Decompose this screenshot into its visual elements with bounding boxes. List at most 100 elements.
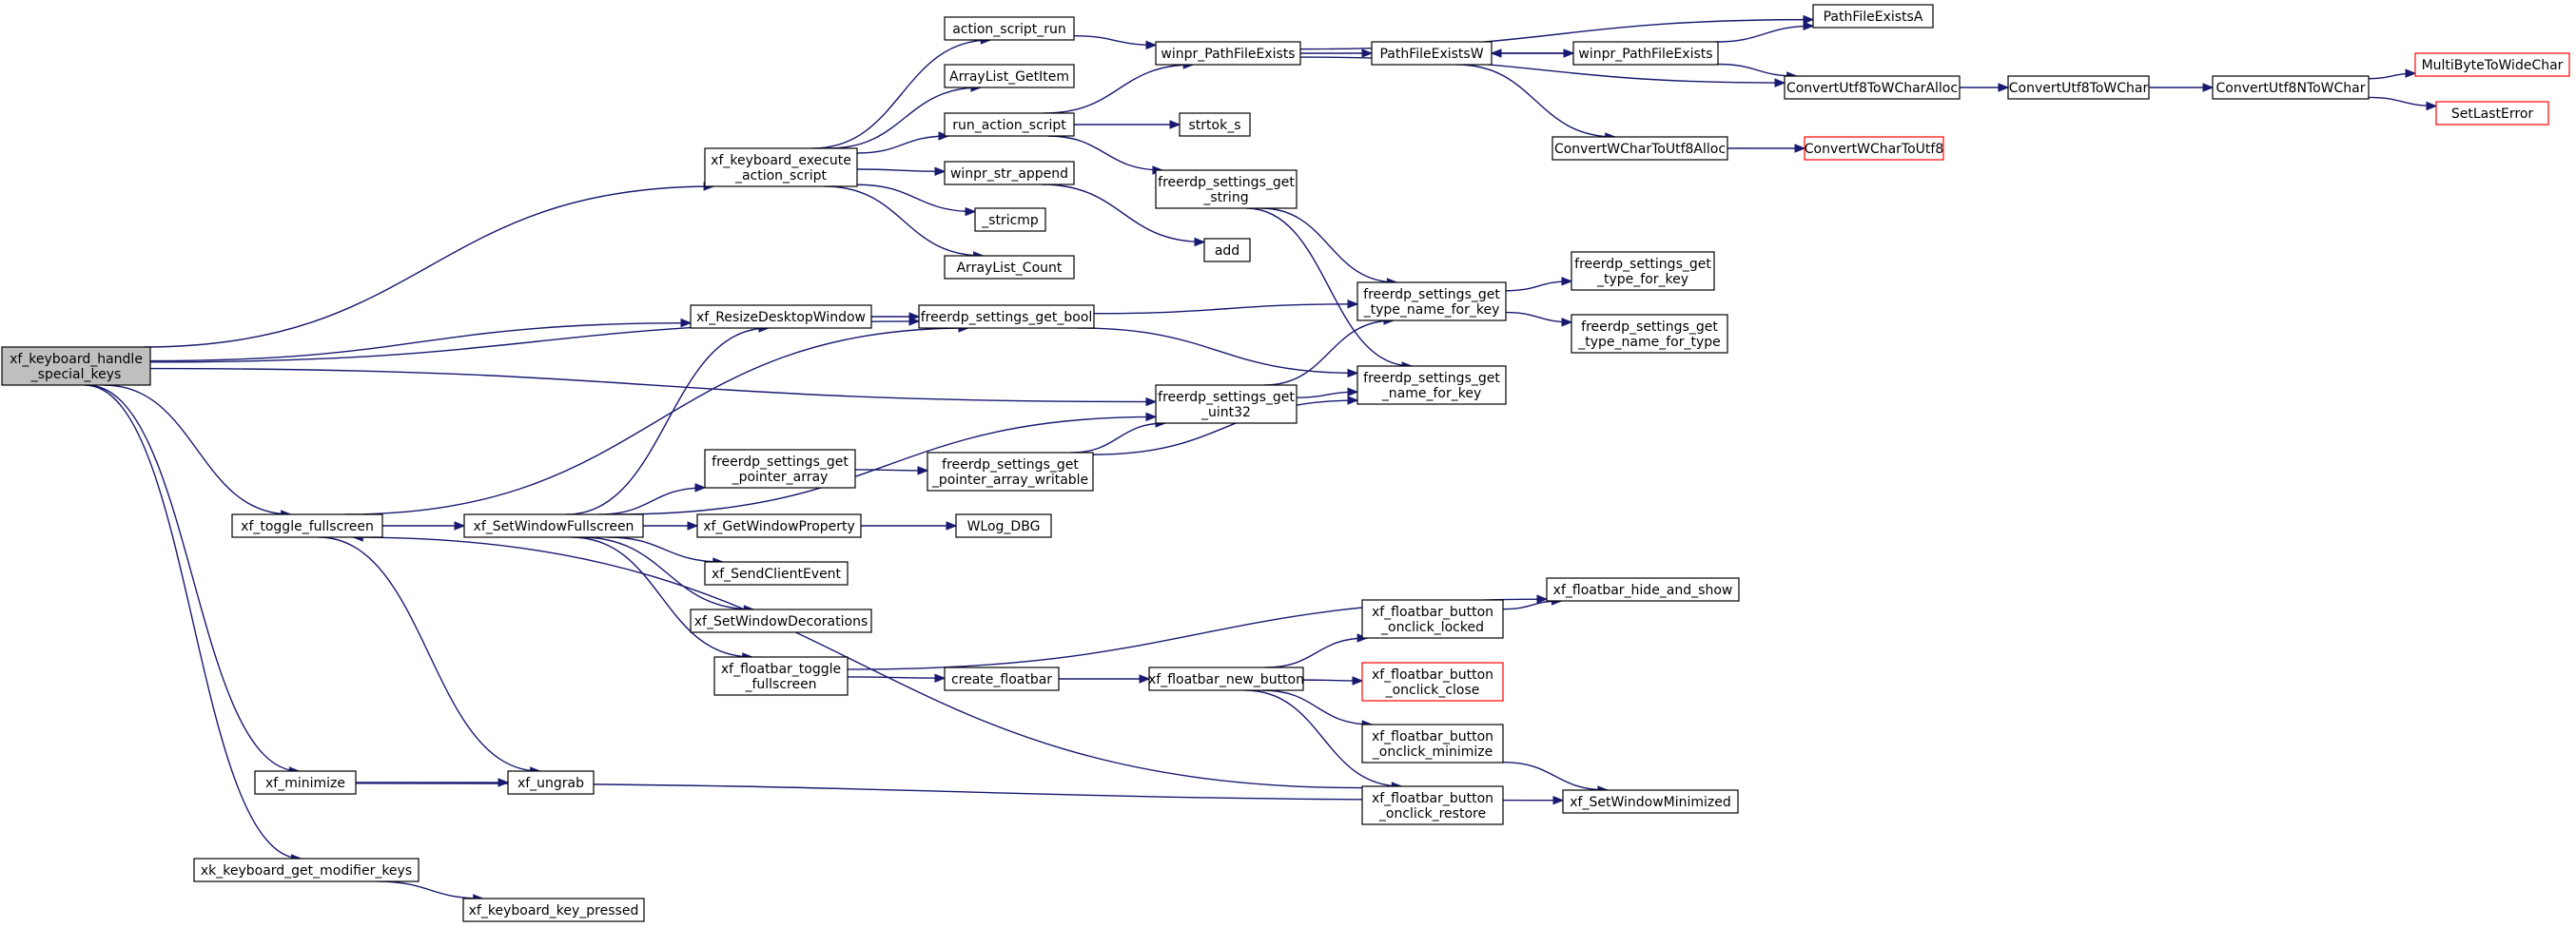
node-alcount[interactable]: ArrayList_Count <box>944 255 1075 280</box>
node-box-xswf[interactable] <box>463 513 644 538</box>
node-pfew[interactable]: PathFileExistsW <box>1371 41 1493 66</box>
node-box-cu8wca[interactable] <box>1784 75 1961 100</box>
node-box-xkgmk[interactable] <box>193 858 420 882</box>
node-box-cfb[interactable] <box>944 667 1060 691</box>
node-box-fspaw[interactable] <box>927 452 1094 492</box>
node-wpfe[interactable]: winpr_PathFileExists <box>1155 41 1301 66</box>
node-cwcu8a[interactable]: ConvertWCharToUtf8Alloc <box>1551 136 1728 161</box>
node-box-pfea[interactable] <box>1812 4 1934 29</box>
node-box-fstnt[interactable] <box>1571 314 1728 354</box>
node-box-pfew[interactable] <box>1371 41 1493 66</box>
node-xgwp[interactable]: xf_GetWindowProperty <box>696 513 862 538</box>
node-box-alget[interactable] <box>944 64 1075 88</box>
node-box-wsa[interactable] <box>944 161 1075 185</box>
node-box-xftf[interactable] <box>713 656 849 696</box>
node-fsgs[interactable]: freerdp_settings_get_string <box>1155 169 1298 209</box>
node-alget[interactable]: ArrayList_GetItem <box>944 64 1075 88</box>
node-cu8nwc[interactable]: ConvertUtf8NToWChar <box>2212 75 2370 100</box>
node-mb2wc[interactable]: MultiByteToWideChar <box>2414 52 2570 77</box>
node-box-xfbol[interactable] <box>1361 599 1504 639</box>
node-box-fsgs[interactable] <box>1155 169 1298 209</box>
node-box-xfrdw[interactable] <box>690 304 872 329</box>
node-fsnk[interactable]: freerdp_settings_get_name_for_key <box>1356 365 1507 405</box>
node-box-xfboc[interactable] <box>1361 662 1504 702</box>
node-box-fsgb[interactable] <box>918 304 1095 329</box>
node-box-xsce[interactable] <box>704 561 849 586</box>
node-xfbol[interactable]: xf_floatbar_button_onclick_locked <box>1361 599 1504 639</box>
node-box-xkkp[interactable] <box>462 898 645 922</box>
node-box-wpfe2[interactable] <box>1572 41 1719 66</box>
node-box-asr[interactable] <box>944 16 1075 41</box>
node-wpfe2[interactable]: winpr_PathFileExists <box>1572 41 1719 66</box>
node-xswd[interactable]: xf_SetWindowDecorations <box>690 609 872 633</box>
node-exec[interactable]: xf_keyboard_execute_action_script <box>704 147 858 187</box>
node-box-xswd[interactable] <box>690 609 872 633</box>
node-wsa[interactable]: winpr_str_append <box>944 161 1075 185</box>
node-xmin[interactable]: xf_minimize <box>254 770 357 795</box>
node-xswf[interactable]: xf_SetWindowFullscreen <box>463 513 644 538</box>
node-box-xfbom[interactable] <box>1361 724 1504 764</box>
node-fstnt[interactable]: freerdp_settings_get_type_name_for_type <box>1571 314 1728 354</box>
node-fsgb[interactable]: freerdp_settings_get_bool <box>918 304 1095 329</box>
node-box-xmin[interactable] <box>254 770 357 795</box>
node-xkgmk[interactable]: xk_keyboard_get_modifier_keys <box>193 858 420 882</box>
node-box-xfnb[interactable] <box>1148 667 1304 691</box>
node-xfrdw[interactable]: xf_ResizeDesktopWindow <box>690 304 872 329</box>
node-box-wpfe[interactable] <box>1155 41 1301 66</box>
node-stricmp[interactable]: _stricmp <box>974 207 1046 232</box>
node-xfhs[interactable]: xf_floatbar_hide_and_show <box>1546 577 1740 602</box>
node-xfboc[interactable]: xf_floatbar_button_onclick_close <box>1361 662 1504 702</box>
node-box-fstk[interactable] <box>1571 251 1715 291</box>
node-fspa[interactable]: freerdp_settings_get_pointer_array <box>704 449 856 489</box>
node-xfbor[interactable]: xf_floatbar_button_onclick_restore <box>1361 785 1504 825</box>
node-sle[interactable]: SetLastError <box>2435 101 2549 126</box>
node-box-fstnk[interactable] <box>1356 281 1507 321</box>
node-box-xtf[interactable] <box>231 513 383 538</box>
node-box-strtok[interactable] <box>1179 112 1251 137</box>
node-box-sle[interactable] <box>2435 101 2549 126</box>
node-box-stricmp[interactable] <box>974 207 1046 232</box>
node-box-fsnk[interactable] <box>1356 365 1507 405</box>
node-box-root[interactable] <box>1 346 151 386</box>
node-box-ras[interactable] <box>944 112 1075 137</box>
node-box-xfbor[interactable] <box>1361 785 1504 825</box>
node-fspaw[interactable]: freerdp_settings_get_pointer_array_writa… <box>927 452 1094 492</box>
node-xsce[interactable]: xf_SendClientEvent <box>704 561 849 586</box>
node-fstnk[interactable]: freerdp_settings_get_type_name_for_key <box>1356 281 1507 321</box>
node-strtok[interactable]: strtok_s <box>1179 112 1251 137</box>
node-box-alcount[interactable] <box>944 255 1075 280</box>
node-xswm[interactable]: xf_SetWindowMinimized <box>1562 789 1739 814</box>
node-box-cu8wc[interactable] <box>2007 75 2150 100</box>
node-fstk[interactable]: freerdp_settings_get_type_for_key <box>1571 251 1715 291</box>
node-asr[interactable]: action_script_run <box>944 16 1075 41</box>
node-box-fspa[interactable] <box>704 449 856 489</box>
node-box-mb2wc[interactable] <box>2414 52 2570 77</box>
node-box-exec[interactable] <box>704 147 858 187</box>
node-ras[interactable]: run_action_script <box>944 112 1075 137</box>
node-add[interactable]: add <box>1203 238 1251 262</box>
node-cu8wca[interactable]: ConvertUtf8ToWCharAlloc <box>1784 75 1961 100</box>
node-box-cu8nwc[interactable] <box>2212 75 2370 100</box>
node-xkkp[interactable]: xf_keyboard_key_pressed <box>462 898 645 922</box>
node-box-wlog[interactable] <box>955 513 1052 538</box>
node-cu8wc[interactable]: ConvertUtf8ToWChar <box>2007 75 2150 100</box>
node-box-cwcu8a[interactable] <box>1551 136 1728 161</box>
node-box-xgwp[interactable] <box>696 513 862 538</box>
node-pfea[interactable]: PathFileExistsA <box>1812 4 1934 29</box>
node-wlog[interactable]: WLog_DBG <box>955 513 1052 538</box>
node-xung[interactable]: xf_ungrab <box>507 770 595 795</box>
node-cwcu8[interactable]: ConvertWCharToUtf8 <box>1804 136 1944 161</box>
node-box-xung[interactable] <box>507 770 595 795</box>
node-box-xswm[interactable] <box>1562 789 1739 814</box>
node-xfnb[interactable]: xf_floatbar_new_button <box>1148 667 1304 691</box>
node-box-fsu32[interactable] <box>1155 384 1298 424</box>
node-box-cwcu8[interactable] <box>1804 136 1944 161</box>
node-xtf[interactable]: xf_toggle_fullscreen <box>231 513 383 538</box>
node-cfb[interactable]: create_floatbar <box>944 667 1060 691</box>
node-box-xfhs[interactable] <box>1546 577 1740 602</box>
node-xfbom[interactable]: xf_floatbar_button_onclick_minimize <box>1361 724 1504 764</box>
node-box-add[interactable] <box>1203 238 1251 262</box>
node-root[interactable]: xf_keyboard_handle_special_keys <box>1 346 151 386</box>
node-xftf[interactable]: xf_floatbar_toggle_fullscreen <box>713 656 849 696</box>
node-fsu32[interactable]: freerdp_settings_get_uint32 <box>1155 384 1298 424</box>
